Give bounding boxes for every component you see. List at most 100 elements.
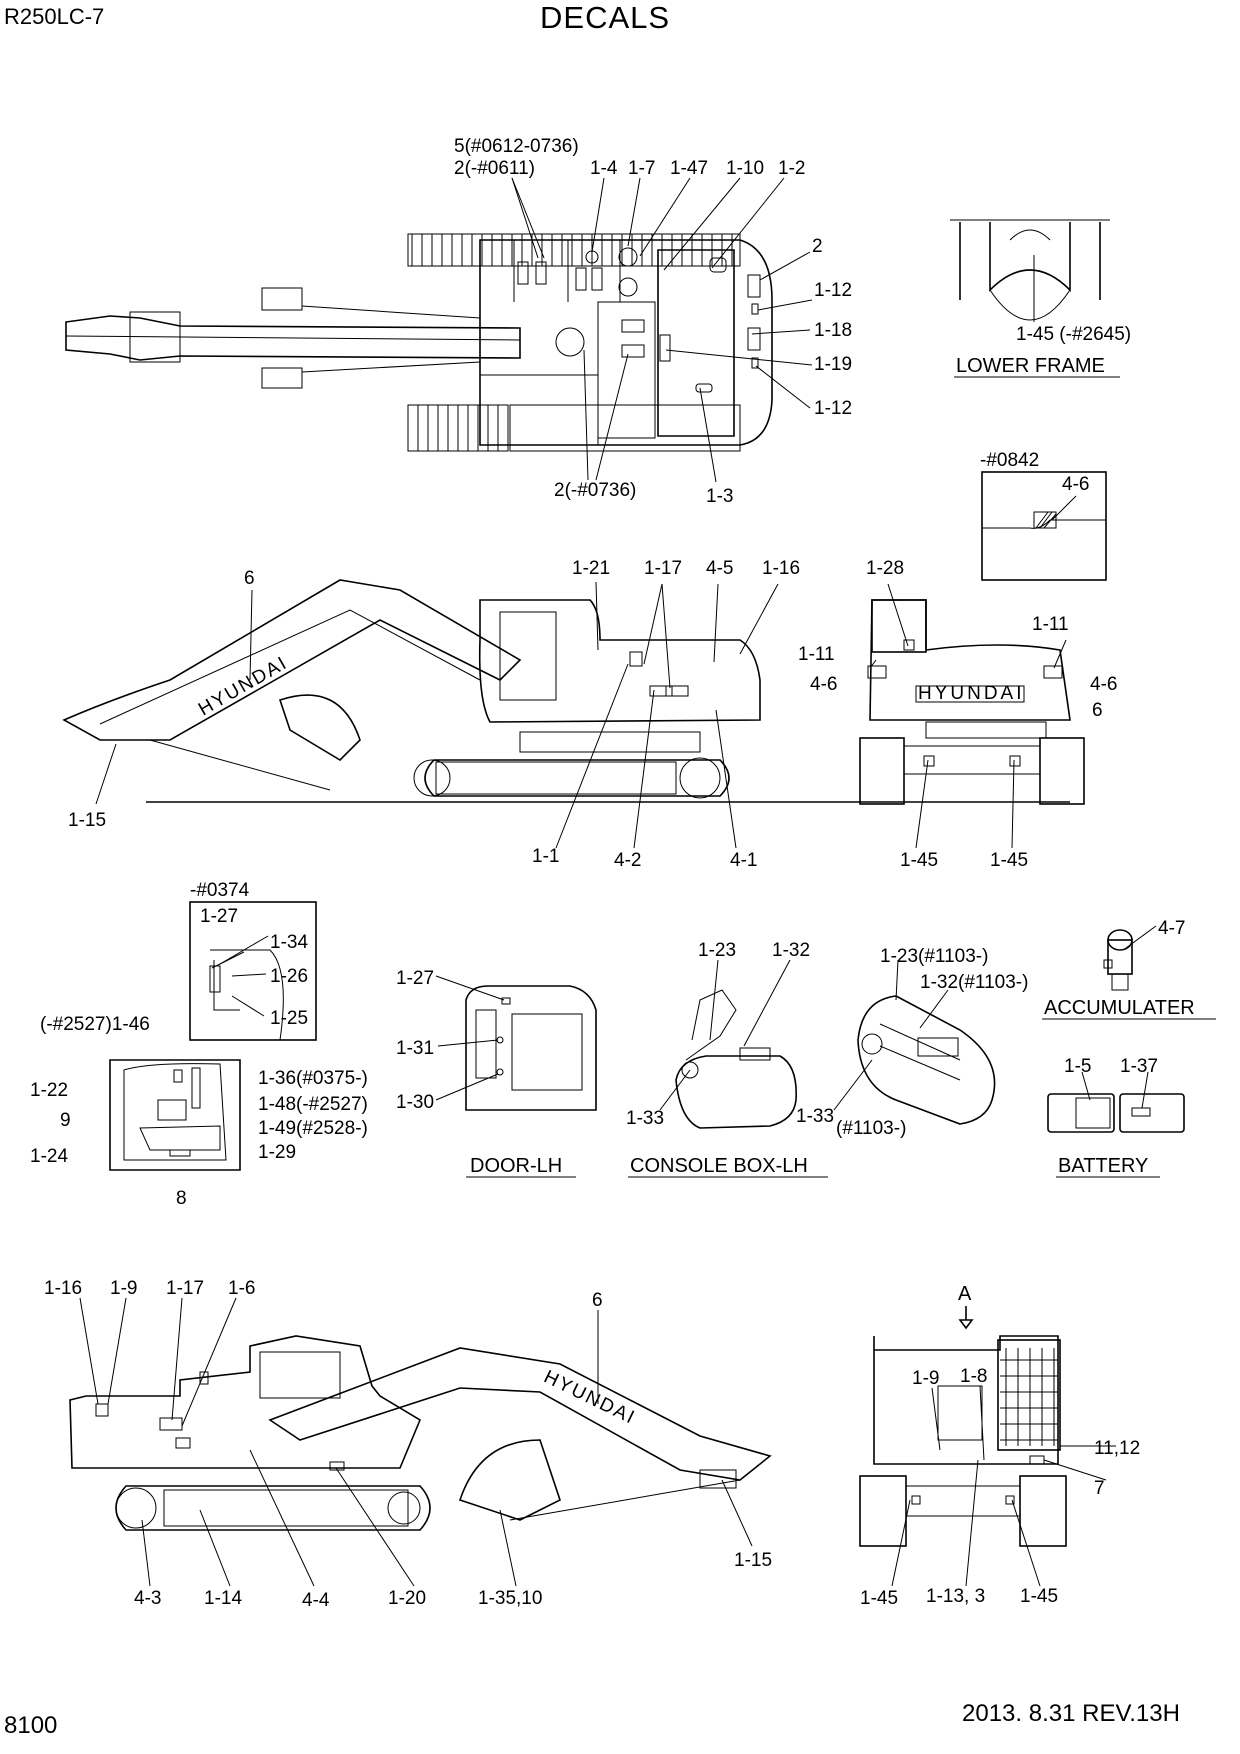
callout-label: 4-2 [614, 850, 641, 871]
door-lh-drawing [465, 985, 597, 1111]
callout-label: 1-9 [110, 1278, 137, 1299]
rear-view-drawing [859, 1306, 1067, 1547]
callout-label: 4-5 [706, 558, 733, 579]
callout-label: 1-13, 3 [926, 1586, 985, 1607]
callout-label: 1-16 [44, 1278, 82, 1299]
callout-label: 1-11 [1032, 614, 1069, 635]
revision-date: 2013. 8.31 REV.13H [962, 1700, 1180, 1727]
callout-label: 1-8 [960, 1366, 987, 1387]
callout-label: 9 [60, 1110, 71, 1131]
callout-label: 1-6 [228, 1278, 255, 1299]
front-view-drawing: HYUNDAI [859, 599, 1085, 805]
cab-interior-drawing [109, 1059, 241, 1171]
callout-label: 6 [592, 1290, 603, 1311]
callout-label: 1-1 [532, 846, 559, 867]
caption-serial-0374: -#0374 [190, 880, 250, 901]
caption-door-lh: DOOR-LH [470, 1155, 562, 1177]
callout-label: 2(-#0736) [554, 480, 636, 501]
callout-label: 1-30 [396, 1092, 434, 1113]
caption-battery: BATTERY [1058, 1155, 1148, 1177]
serial-0374-detail-box [189, 901, 317, 1041]
callout-label: 1-32(#1103-) [920, 972, 1028, 993]
callout-label: 1-17 [644, 558, 682, 579]
callout-label: 1-33 [796, 1106, 834, 1127]
front-brand: HYUNDAI [918, 683, 1025, 704]
callout-label: 1-27 [396, 968, 434, 989]
lower-frame-drawing [950, 219, 1110, 322]
callout-label: 1-29 [258, 1142, 296, 1163]
console-box-lh-drawing [675, 989, 797, 1129]
page-number: 8100 [4, 1712, 58, 1739]
callout-label: 1-4 [590, 158, 618, 179]
callout-label: 6 [244, 568, 255, 589]
callout-label: 1-12 [814, 398, 852, 419]
callout-label: 1-5 [1064, 1056, 1091, 1077]
callout-label: 1-23(#1103-) [880, 946, 988, 967]
callout-label: 1-22 [30, 1080, 68, 1101]
callout-label: 4-4 [302, 1590, 330, 1611]
callout-label: 1-16 [762, 558, 800, 579]
callout-label: 1-15 [734, 1550, 772, 1571]
caption-serial-0842: -#0842 [980, 450, 1039, 471]
decal-1-34-patch [209, 965, 221, 993]
callout-label: 1-34 [270, 932, 308, 953]
callout-label: 5(#0612-0736) [454, 136, 579, 157]
callout-label: 1-18 [814, 320, 852, 341]
callout-label: 4-6 [810, 674, 837, 695]
callout-label: 1-23 [698, 940, 736, 961]
model-number: R250LC-7 [4, 4, 105, 29]
callout-label: 1-36(#0375-) [258, 1068, 368, 1089]
callout-label: 2(-#0611) [454, 158, 535, 179]
callout-label: 4-6 [1090, 674, 1117, 695]
callout-label: 1-45 [1020, 1586, 1058, 1607]
callout-label: 1-11 [798, 644, 835, 665]
callout-label: 1-3 [706, 486, 733, 507]
callout-label: 1-45 [990, 850, 1028, 871]
page-title: DECALS [540, 0, 671, 35]
callout-label: 1-9 [912, 1368, 939, 1389]
callout-label: 1-31 [396, 1038, 434, 1059]
battery-drawing [1047, 1093, 1185, 1133]
callout-label: 6 [1092, 700, 1103, 721]
serial-0374-detail-outline [210, 949, 284, 1041]
callout-label: 4-7 [1158, 918, 1185, 939]
leader-lines [79, 177, 1157, 1587]
callout-label: 1-2 [778, 158, 805, 179]
decal-4-6-patch [1033, 511, 1057, 529]
callout-label: 1-45 [900, 850, 938, 871]
side-view-rh-drawing: HYUNDAI [69, 1335, 772, 1531]
caption-view-a: A [958, 1283, 972, 1305]
callout-label: 1-37 [1120, 1056, 1158, 1077]
callout-label: (#1103-) [836, 1118, 906, 1139]
console-box-right-drawing [857, 995, 996, 1125]
caption-console-box-lh: CONSOLE BOX-LH [630, 1155, 808, 1177]
boom-brand-lh: HYUNDAI [195, 652, 292, 720]
callout-label: 1-21 [572, 558, 610, 579]
callout-label: 8 [176, 1188, 187, 1209]
callout-label: 1-20 [388, 1588, 426, 1609]
callout-label: 1-14 [204, 1588, 242, 1609]
callout-label: 1-17 [166, 1278, 204, 1299]
callout-label: 1-32 [772, 940, 810, 961]
serial-0842-detail-box [981, 471, 1107, 581]
top-view-drawing [65, 233, 773, 452]
callout-label: 11,12 [1094, 1438, 1140, 1459]
callout-label: 1-25 [270, 1008, 308, 1029]
accumulater-drawing [1103, 929, 1133, 991]
callout-label: 1-19 [814, 354, 852, 375]
decal-4-6-hatch [1035, 511, 1057, 529]
caption-accumulater: ACCUMULATER [1044, 997, 1195, 1019]
callout-label: 1-24 [30, 1146, 68, 1167]
callout-label: 1-33 [626, 1108, 664, 1129]
callout-label: 1-49(#2528-) [258, 1118, 368, 1139]
callout-label: 2 [812, 236, 823, 257]
callout-label: 1-47 [670, 158, 708, 179]
serial-0842-detail-outline [982, 519, 1106, 529]
callout-label: 1-12 [814, 280, 852, 301]
callout-label: 1-45 [860, 1588, 898, 1609]
callout-label: (-#2527)1-46 [40, 1014, 150, 1035]
callout-label: 1-27 [200, 906, 238, 927]
callout-label: 1-35,10 [478, 1588, 542, 1609]
callout-label: 7 [1094, 1478, 1105, 1499]
